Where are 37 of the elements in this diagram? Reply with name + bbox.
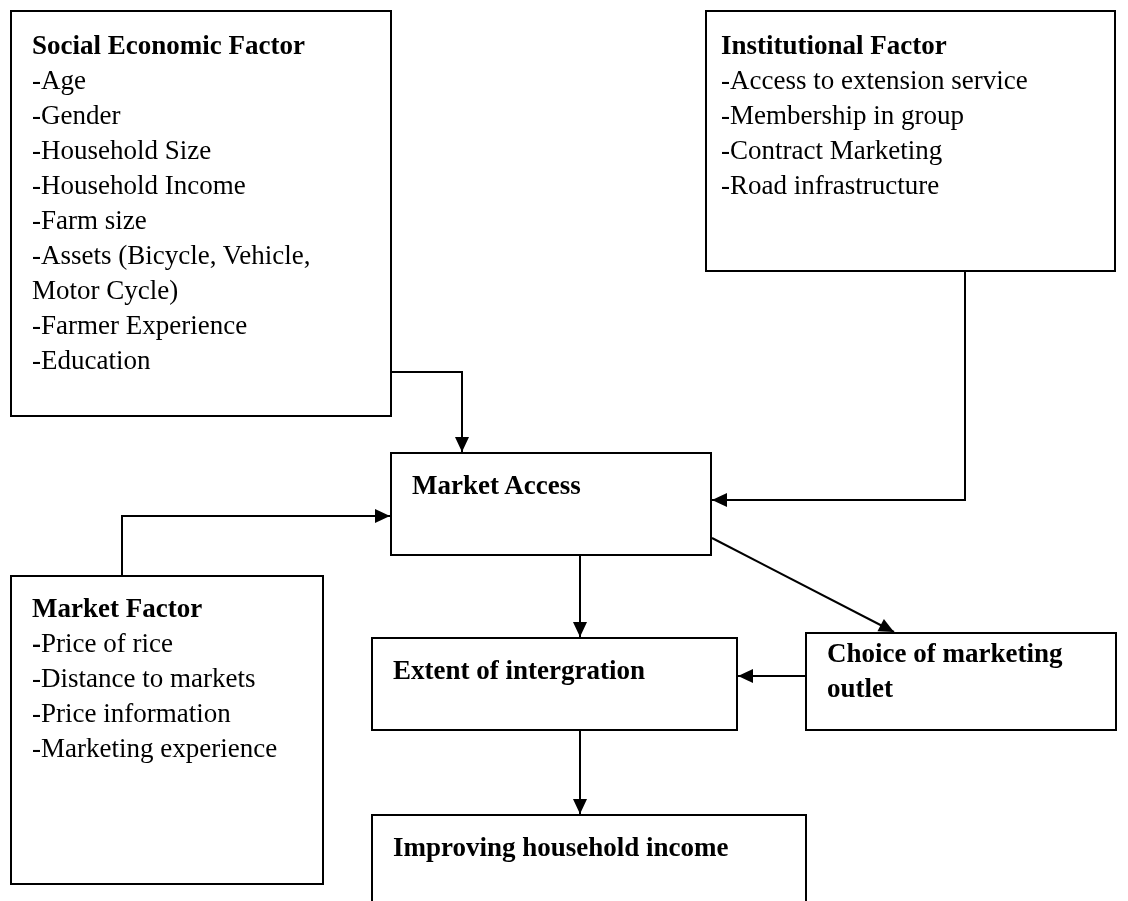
list-item: -Farm size [32,204,148,237]
box-heading: Extent of intergration [393,654,646,687]
list-item: -Age [32,64,87,97]
list-item: -Distance to markets [32,662,257,695]
list-item: -Membership in group [721,99,965,132]
list-item: -Marketing experience [32,732,279,765]
list-item: -Household Income [32,169,247,202]
arrow [573,555,587,638]
arrow [573,730,587,815]
process-box [805,632,1117,731]
list-item: -Assets (Bicycle, Vehicle, Motor Cycle) [32,239,312,307]
box-heading: Choice of marketing outlet [827,637,1064,705]
process-box [371,637,738,731]
box-heading: Market Access [412,469,582,502]
factor-box [705,10,1116,272]
box-heading: Market Factor [32,592,204,625]
box-heading: Improving household income [393,831,730,864]
list-item: -Gender [32,99,122,132]
box-heading: Social Economic Factor [32,29,306,62]
arrow [391,371,469,453]
list-item: -Price information [32,697,232,730]
process-box [371,814,807,901]
arrow [121,509,391,576]
list-item: -Road infrastructure [721,169,941,202]
factor-box [10,10,392,417]
arrow [737,669,806,683]
list-item: -Access to extension service [721,64,1029,97]
list-item: -Farmer Experience [32,309,249,342]
box-heading: Institutional Factor [721,29,948,62]
process-box [390,452,712,556]
list-item: -Education [32,344,152,377]
list-item: -Household Size [32,134,213,167]
list-item: -Price of rice [32,627,174,660]
arrow [711,271,966,507]
arrow [711,537,895,633]
list-item: -Contract Marketing [721,134,944,167]
factor-box [10,575,324,885]
